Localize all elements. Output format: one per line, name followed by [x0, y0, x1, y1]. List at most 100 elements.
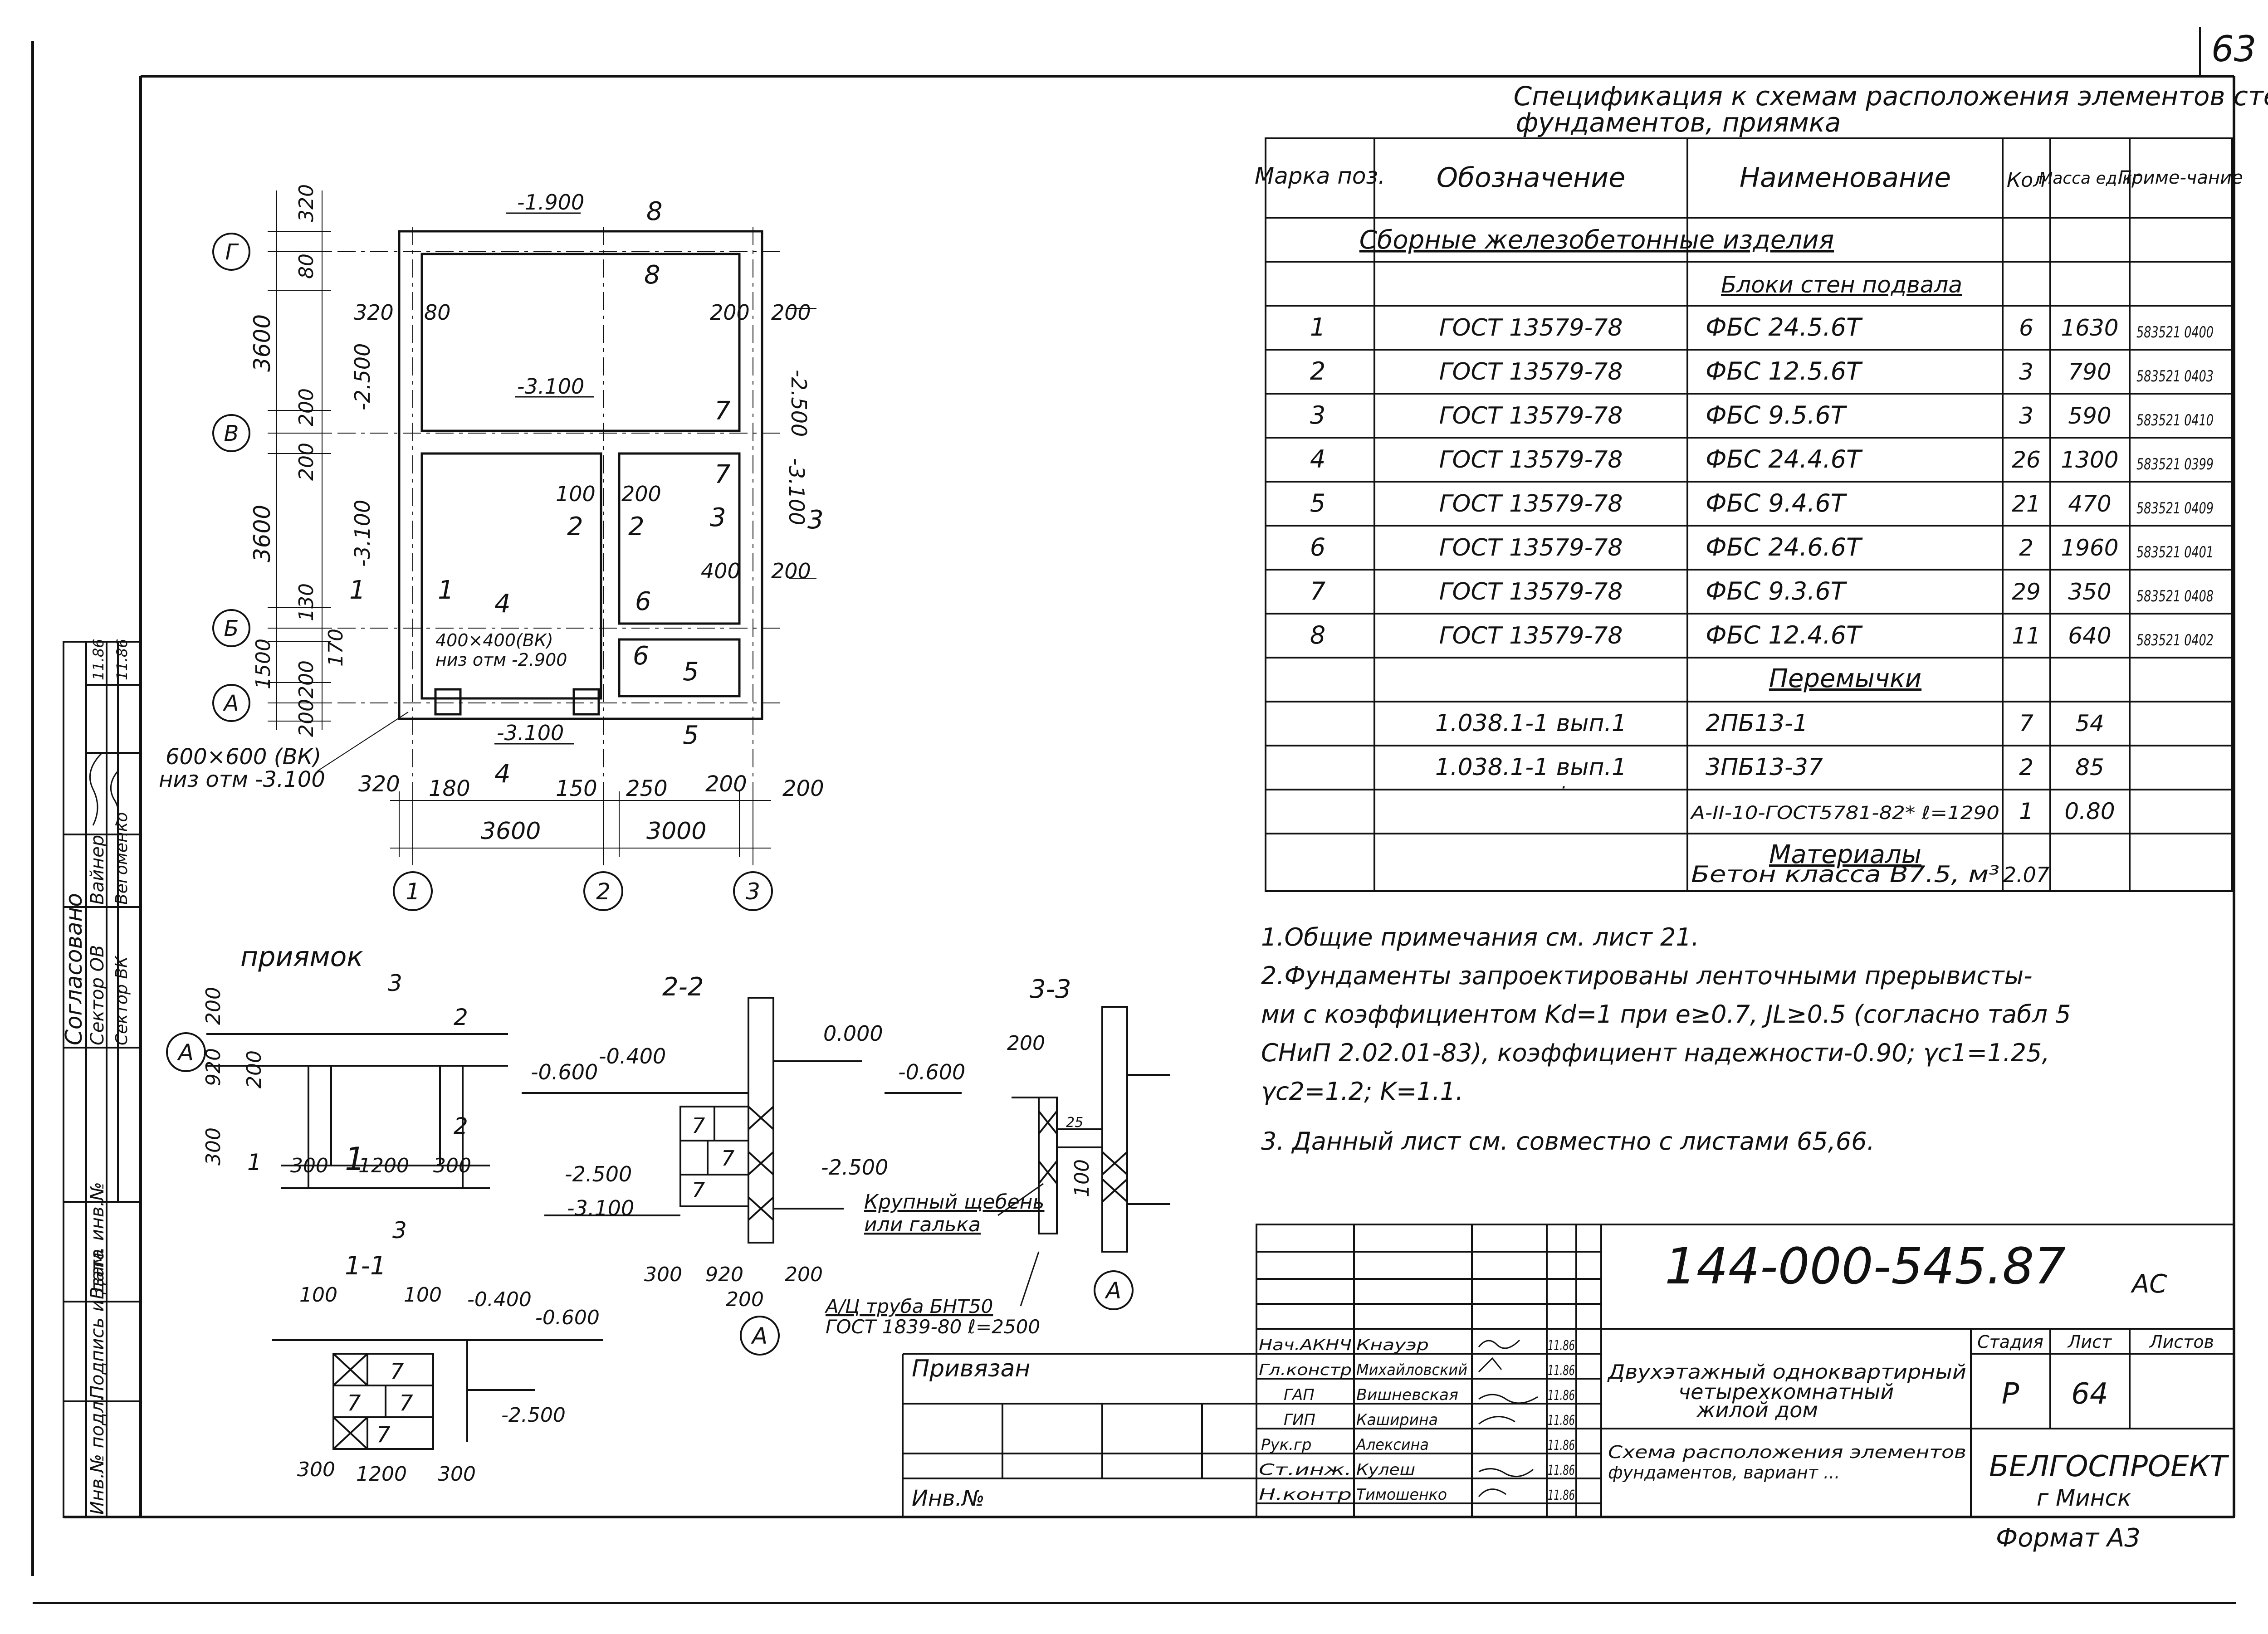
mark: 2: [567, 512, 583, 541]
dim: 200: [785, 1263, 823, 1286]
level: -0.600: [531, 1060, 598, 1084]
signer-date: 11.86: [1548, 1438, 1575, 1454]
dim: 300: [297, 1458, 335, 1481]
cut: 1: [345, 1141, 365, 1178]
dim: 170: [324, 629, 347, 667]
side-stamp-grid: [63, 641, 142, 1518]
mark: 2: [628, 512, 645, 541]
signer-name: Кулеш: [1356, 1461, 1415, 1479]
level: -0.600: [535, 1306, 600, 1329]
axis-label: 2: [596, 878, 611, 905]
plan-left-dims: 320 80 3600 200 200 3600 130 170 1500 20…: [249, 184, 347, 737]
row-qty: 3: [2019, 403, 2033, 429]
dim: 400: [701, 559, 741, 583]
sheet-title-2: фундаментов, вариант ...: [1608, 1463, 1840, 1483]
level: -2.500: [350, 343, 375, 410]
row-pos: 7: [1310, 577, 1325, 605]
dim: 80: [295, 254, 318, 279]
dim-total: 3000: [646, 818, 706, 845]
plan-axis-lines: [272, 227, 780, 871]
mark: 1: [438, 576, 454, 605]
signer-date: 11.86: [1548, 1363, 1575, 1379]
note-line: γc2=1.2; K=1.1.: [1261, 1077, 1463, 1106]
sheet-number: 63: [2211, 29, 2256, 70]
dim: 250: [626, 776, 668, 801]
signer-name: Тимошенко: [1356, 1486, 1447, 1504]
mark: 6: [633, 641, 649, 671]
row-pos: 4: [1310, 445, 1325, 473]
dim: 200: [771, 559, 811, 583]
section-22-levels: -0.600 -0.400 0.000 -0.600 -2.500 -2.500…: [531, 1021, 965, 1220]
dim: 200: [782, 776, 824, 801]
section-title: 1-1: [345, 1251, 386, 1281]
dim-total: 3600: [481, 818, 541, 845]
level: -2.500: [787, 370, 811, 437]
section-11-dims: 100 100 300 1200 300 -0.400 -0.600 -2.50…: [297, 1283, 600, 1486]
note-line: 3. Данный лист см. совместно с листами 6…: [1261, 1127, 1875, 1156]
side-stamp-date: 11.86: [113, 639, 131, 680]
side-stamp: Согласовано Сектор ОВ Вайнер 11.86 Секто…: [61, 639, 142, 1518]
section-22-outline: [522, 997, 962, 1244]
row-pos: 3: [1310, 401, 1325, 429]
row-mass: 1300: [2061, 447, 2118, 473]
signer-date: 11.86: [1548, 1488, 1575, 1503]
pit-cuts: 3 3 2 2 1: [247, 970, 468, 1244]
section-cuts: 3 1: [345, 505, 824, 1178]
cut: 2: [454, 1113, 468, 1139]
axis-label: Г: [225, 239, 239, 265]
dim: 100: [556, 482, 596, 506]
pit-plan: приямок А 200 920 200 300 300 1200 300 3…: [166, 941, 508, 1244]
sheet-title-1: Схема расположения элементов: [1608, 1442, 1966, 1462]
dim: 200: [710, 300, 750, 325]
level: -3.100: [497, 721, 564, 745]
title-block-grid: [902, 1224, 2235, 1518]
pit-title: приямок: [240, 941, 363, 973]
row-designation: ГОСТ 13579-78: [1439, 402, 1623, 429]
row-mass: 1630: [2061, 315, 2118, 341]
cut: 3: [388, 970, 402, 996]
section-11-blocks-labels: 7 7 7 7: [347, 1359, 413, 1448]
title-block: 144-000-545.87 АС Привязан Инв.№ Нач.АКН…: [902, 1224, 2235, 1553]
row-designation: ГОСТ 13579-78: [1439, 490, 1623, 517]
dim: 200: [295, 388, 318, 426]
dim: 200: [621, 482, 661, 506]
rebar-mass: 0.80: [2064, 798, 2115, 824]
row-mass: 470: [2068, 491, 2111, 517]
signer-role: ГАП: [1284, 1386, 1315, 1404]
rebar-name: А-II-10-ГОСТ5781-82* ℓ=1290: [1690, 803, 1999, 824]
row-name: ФБС 24.4.6Т: [1706, 445, 1863, 473]
dim: 100: [404, 1283, 442, 1307]
project-line-2: четырехкомнатный: [1678, 1380, 1894, 1404]
section-22-blocks: 7 7 7: [692, 1113, 734, 1202]
row-name: ФБС 24.6.6Т: [1706, 533, 1863, 561]
row-note: 583521 0403: [2136, 367, 2214, 385]
signer-role: ГИП: [1284, 1411, 1315, 1429]
dim: 200: [295, 443, 318, 481]
side-stamp-field: Подпись и дата: [87, 1249, 108, 1399]
plan-bottom-dims: 320 180 150 250 200 200 3600 3000: [358, 771, 824, 845]
signer-name: Вишневская: [1356, 1386, 1458, 1404]
row-designation: ГОСТ 13579-78: [1439, 446, 1623, 473]
dim: 920: [705, 1263, 743, 1286]
row-name: ФБС 12.4.6Т: [1706, 621, 1863, 649]
section-11-blocks: [272, 1339, 603, 1450]
dim: 200: [1007, 1032, 1045, 1055]
side-stamp-field: Взам. инв.№: [87, 1182, 108, 1299]
dim: 200: [243, 1050, 266, 1088]
row-pos: 1: [1310, 313, 1325, 341]
dim: 3600: [249, 505, 275, 562]
mark: 3: [710, 503, 726, 532]
mark: 5: [683, 657, 699, 687]
header-mark: Марка поз.: [1255, 163, 1385, 189]
block: 7: [347, 1390, 361, 1416]
rebar-dot: ·: [1560, 777, 1566, 798]
block: 7: [390, 1359, 404, 1384]
mark: 5: [683, 721, 699, 750]
dim: 180: [429, 776, 470, 801]
dim: 25: [1066, 1115, 1083, 1131]
cut: 3: [392, 1217, 407, 1244]
signatures: [1478, 1339, 1538, 1497]
stage-value: Р: [2002, 1377, 2019, 1411]
axis-label: Б: [224, 616, 239, 641]
inv-no-label: Инв.№: [912, 1486, 985, 1511]
